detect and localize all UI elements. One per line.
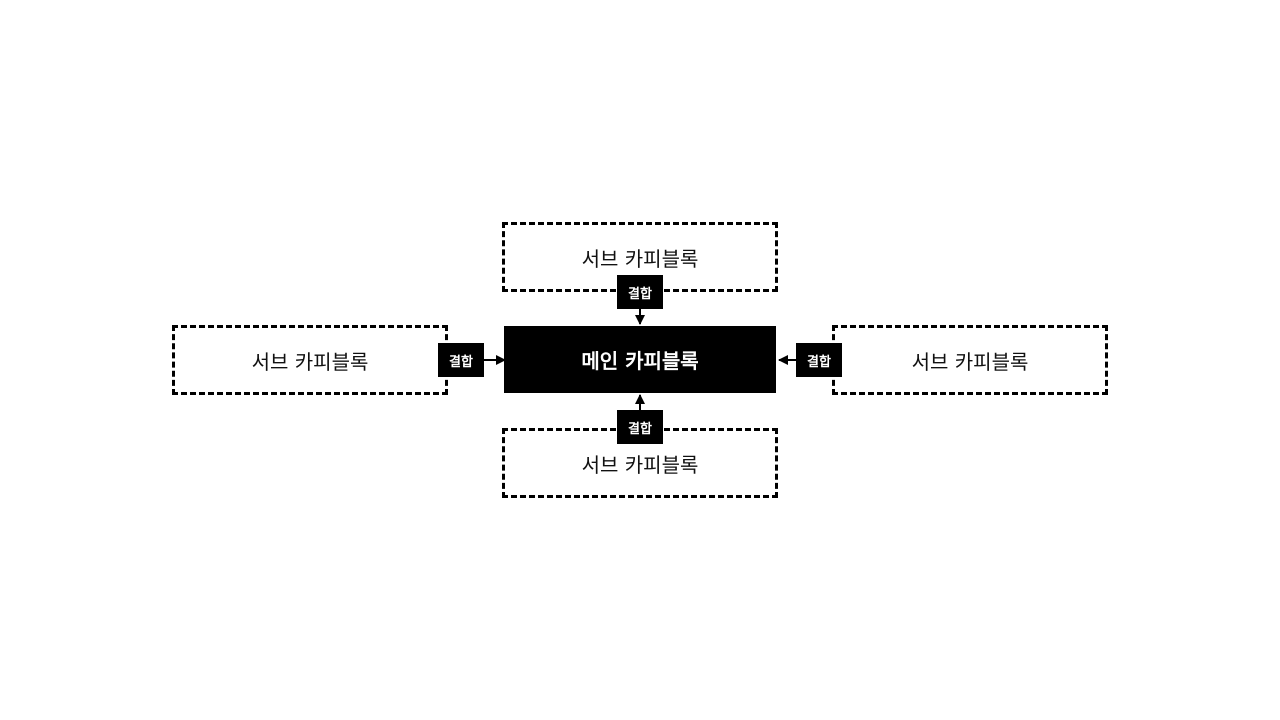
combine-tag-right: 결합 bbox=[796, 343, 842, 377]
combine-tag-top-label: 결합 bbox=[628, 286, 652, 302]
combine-tag-bottom: 결합 bbox=[617, 410, 663, 444]
combine-tag-bottom-label: 결합 bbox=[628, 421, 652, 437]
sub-copy-block-top-label: 서브 카피블록 bbox=[581, 246, 699, 271]
sub-copy-block-right: 서브 카피블록 bbox=[832, 325, 1108, 395]
sub-copy-block-bottom-label: 서브 카피블록 bbox=[581, 452, 699, 477]
main-copy-block: 메인 카피블록 bbox=[504, 326, 776, 393]
sub-copy-block-left-label: 서브 카피블록 bbox=[251, 349, 369, 374]
combine-tag-left-label: 결합 bbox=[449, 354, 473, 370]
combine-tag-left: 결합 bbox=[438, 343, 484, 377]
sub-copy-block-left: 서브 카피블록 bbox=[172, 325, 448, 395]
main-copy-block-label: 메인 카피블록 bbox=[581, 349, 699, 373]
combine-tag-top: 결합 bbox=[617, 275, 663, 309]
sub-copy-block-right-label: 서브 카피블록 bbox=[911, 349, 1029, 374]
combine-tag-right-label: 결합 bbox=[807, 354, 831, 370]
